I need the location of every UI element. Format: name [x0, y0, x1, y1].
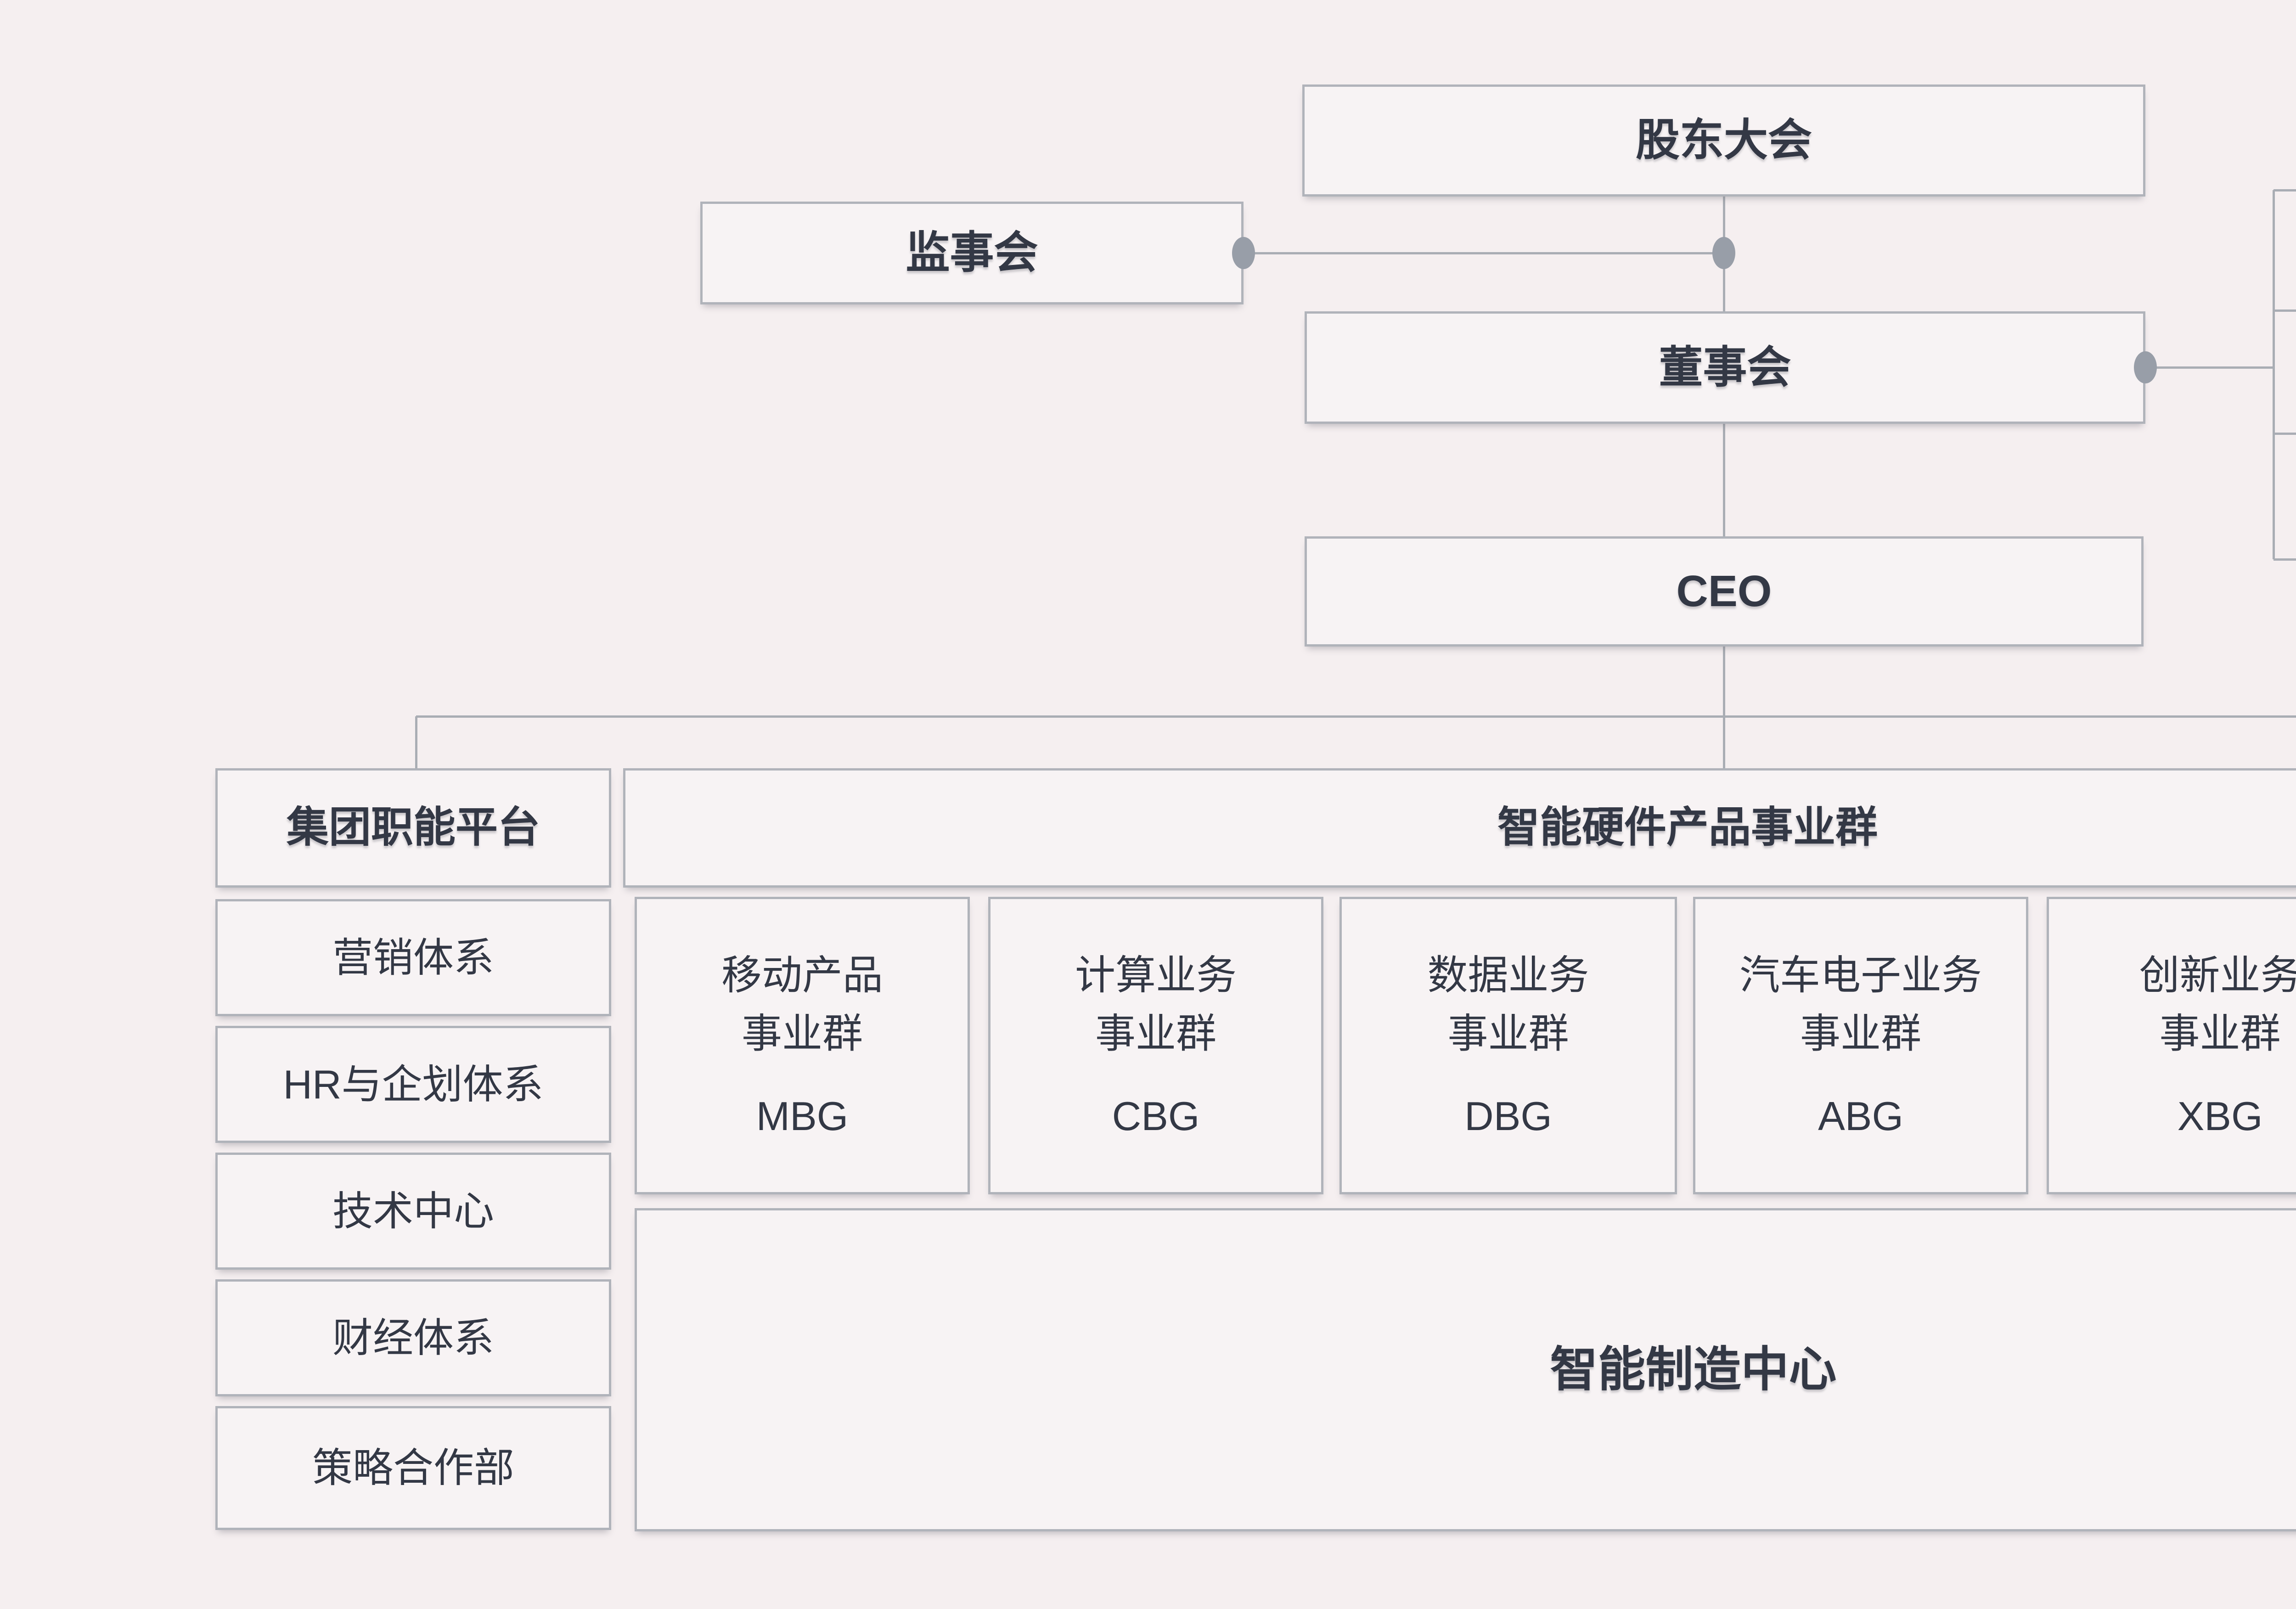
group-cbg-name-line1: 计算业务	[1075, 952, 1237, 998]
group-xbg-code: XBG	[2177, 1093, 2263, 1139]
item-marketing-system-label: 营销体系	[332, 934, 494, 980]
group-cbg-code: CBG	[1112, 1093, 1200, 1139]
connector-ceo-drop	[1723, 647, 1725, 768]
group-mbg-name-line2: 事业群	[741, 1011, 863, 1057]
group-abg-name-line1: 汽车电子业务	[1739, 952, 1982, 998]
item-finance-system: 财经体系	[215, 1279, 611, 1396]
box-board-of-directors: 董事会	[1305, 311, 2145, 424]
shareholders-meeting-label: 股东大会	[1636, 116, 1812, 165]
group-xbg-name-line1: 创新业务	[2139, 952, 2296, 998]
group-abg: 汽车电子业务 事业群 ABG	[1693, 897, 2028, 1194]
item-hr-planning-system-label: HR与企划体系	[283, 1061, 544, 1107]
item-marketing-system: 营销体系	[215, 899, 611, 1016]
group-abg-code: ABG	[1818, 1093, 1903, 1139]
connector-committee-4-line	[2273, 558, 2296, 561]
connector-board-committees-line	[2145, 366, 2273, 369]
group-xbg: 创新业务 事业群 XBG	[2047, 897, 2296, 1194]
smart-hardware-product-bg-label: 智能硬件产品事业群	[1497, 804, 1878, 851]
connector-left-section-drop	[415, 716, 417, 768]
connector-board-ceo	[1723, 424, 1725, 536]
connector-committee-2-line	[2273, 309, 2296, 312]
box-shareholders-meeting: 股东大会	[1302, 84, 2145, 197]
item-technology-center-label: 技术中心	[332, 1188, 494, 1234]
item-strategic-cooperation-dept: 策略合作部	[215, 1406, 611, 1530]
group-cbg: 计算业务 事业群 CBG	[988, 897, 1323, 1194]
group-dbg-name-line1: 数据业务	[1427, 952, 1589, 998]
item-technology-center: 技术中心	[215, 1153, 611, 1270]
item-hr-planning-system: HR与企划体系	[215, 1026, 611, 1143]
dot-shareholders-board-line	[1712, 237, 1735, 269]
header-group-functional-platform: 集团职能平台	[215, 768, 611, 888]
connector-committee-1-line	[2273, 189, 2296, 191]
connector-committees-bracket	[2273, 190, 2275, 559]
group-mbg-name-line1: 移动产品	[721, 952, 883, 998]
item-finance-system-label: 财经体系	[332, 1315, 494, 1361]
group-dbg-code: DBG	[1464, 1093, 1552, 1139]
smart-manufacturing-center-label: 智能制造中心	[1550, 1343, 1837, 1396]
group-cbg-name-line2: 事业群	[1095, 1011, 1216, 1057]
connector-committee-3-line	[2273, 433, 2296, 435]
box-ceo: CEO	[1305, 536, 2144, 647]
connector-sections-span	[416, 715, 2296, 718]
box-smart-manufacturing-center: 智能制造中心	[635, 1208, 2296, 1531]
group-dbg-name-line2: 事业群	[1447, 1011, 1569, 1057]
board-of-directors-label: 董事会	[1659, 343, 1791, 392]
dot-board-edge	[2134, 351, 2157, 383]
item-strategic-cooperation-dept-label: 策略合作部	[312, 1445, 514, 1491]
group-abg-name-line2: 事业群	[1800, 1011, 1921, 1057]
ceo-label: CEO	[1676, 567, 1772, 616]
group-mbg-code: MBG	[756, 1093, 849, 1139]
group-xbg-name-line2: 事业群	[2159, 1011, 2281, 1057]
box-supervisory-board: 监事会	[700, 202, 1244, 304]
group-dbg: 数据业务 事业群 DBG	[1339, 897, 1677, 1194]
group-functional-platform-label: 集团职能平台	[286, 804, 540, 851]
header-smart-hardware-product-bg: 智能硬件产品事业群	[623, 768, 2296, 888]
dot-supervisory-edge	[1232, 237, 1255, 269]
group-mbg: 移动产品 事业群 MBG	[635, 897, 970, 1194]
supervisory-board-label: 监事会	[906, 228, 1038, 278]
connector-supervisory-line	[1244, 252, 1724, 254]
